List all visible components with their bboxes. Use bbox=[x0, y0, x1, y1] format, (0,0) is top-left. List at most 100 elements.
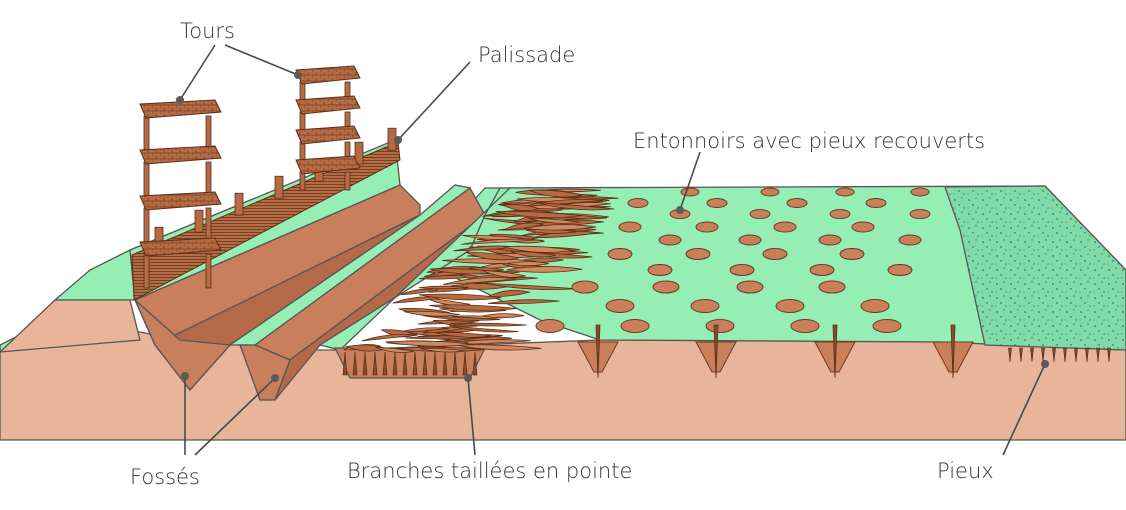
pit bbox=[839, 248, 865, 260]
pit bbox=[729, 264, 755, 276]
pit bbox=[627, 198, 649, 208]
label-branches: Branches taillées en pointe bbox=[347, 459, 632, 483]
branch bbox=[528, 189, 583, 198]
stakes bbox=[1008, 347, 1111, 363]
tower-post bbox=[205, 161, 212, 197]
pit-spike bbox=[392, 351, 398, 376]
branch bbox=[449, 325, 519, 333]
pit bbox=[818, 234, 842, 246]
tower-platform bbox=[139, 191, 222, 211]
pit bbox=[620, 319, 650, 333]
branch bbox=[504, 222, 544, 231]
tower-post bbox=[143, 115, 150, 151]
pit bbox=[909, 209, 931, 219]
tower-post bbox=[205, 253, 212, 289]
pit bbox=[829, 209, 851, 219]
branch bbox=[527, 217, 581, 224]
pit bbox=[872, 319, 902, 333]
tower-platform bbox=[295, 125, 361, 145]
pit-spike bbox=[462, 351, 468, 376]
tower-right bbox=[295, 65, 361, 191]
stake bbox=[1019, 347, 1023, 363]
pit bbox=[749, 209, 771, 219]
pit bbox=[685, 248, 711, 260]
pit bbox=[818, 280, 846, 294]
pit bbox=[705, 319, 735, 333]
pit-spike bbox=[382, 351, 388, 376]
funnel-spike bbox=[595, 324, 601, 379]
pit-spike bbox=[352, 351, 358, 376]
towers bbox=[139, 65, 361, 289]
pit bbox=[865, 198, 887, 208]
pit bbox=[910, 187, 930, 197]
sharpened-branches bbox=[343, 188, 619, 353]
pit bbox=[860, 299, 890, 313]
pit bbox=[647, 264, 673, 276]
stake bbox=[1074, 347, 1078, 363]
label-palissade: Palissade bbox=[478, 43, 575, 67]
pit-spike bbox=[472, 351, 478, 376]
stake bbox=[1063, 347, 1067, 363]
stake bbox=[1030, 347, 1034, 363]
branch bbox=[375, 346, 415, 353]
tower-platform bbox=[139, 145, 222, 165]
pit bbox=[790, 319, 820, 333]
tower-post bbox=[143, 253, 150, 289]
tower-post bbox=[143, 207, 150, 243]
pit-spike bbox=[362, 351, 368, 376]
branch bbox=[503, 245, 573, 253]
branch bbox=[424, 297, 471, 306]
pit bbox=[652, 280, 680, 294]
stake bbox=[1008, 347, 1012, 363]
label-pieux: Pieux bbox=[937, 459, 994, 483]
pit bbox=[535, 319, 565, 333]
branch bbox=[535, 202, 615, 211]
stake-zone bbox=[944, 185, 1126, 351]
pit bbox=[887, 264, 913, 276]
tower-left bbox=[139, 99, 222, 289]
branch bbox=[482, 313, 525, 319]
branch-pit bbox=[333, 347, 487, 379]
palisade-post bbox=[194, 209, 204, 233]
ditch-2-face bbox=[239, 344, 291, 401]
branch bbox=[488, 289, 532, 297]
palisade-post bbox=[274, 175, 284, 199]
tower-post bbox=[344, 171, 351, 191]
branch bbox=[418, 285, 469, 290]
tower-platform bbox=[295, 155, 361, 175]
pit bbox=[736, 280, 764, 294]
pit-spike bbox=[402, 351, 408, 376]
branch bbox=[495, 210, 582, 219]
funnel-spike bbox=[950, 324, 956, 379]
branch bbox=[442, 258, 536, 264]
branch bbox=[501, 204, 541, 211]
berm bbox=[0, 299, 141, 353]
pit bbox=[786, 198, 808, 208]
branch bbox=[403, 310, 460, 317]
tower-post bbox=[205, 115, 212, 151]
stake bbox=[1041, 347, 1045, 363]
branch bbox=[450, 322, 527, 327]
tower-platform bbox=[139, 237, 222, 257]
palisade-post bbox=[234, 192, 244, 216]
branch bbox=[423, 315, 501, 321]
pit bbox=[658, 234, 682, 246]
pit bbox=[809, 264, 835, 276]
tower-post bbox=[143, 161, 150, 197]
tower-platform bbox=[139, 99, 222, 119]
branch bbox=[429, 304, 517, 311]
branch bbox=[461, 238, 538, 245]
pit-spike bbox=[422, 351, 428, 376]
branch bbox=[506, 266, 583, 273]
pit bbox=[607, 248, 633, 260]
tower-platform bbox=[295, 95, 361, 115]
pit bbox=[775, 299, 805, 313]
label-fosses: Fossés bbox=[130, 465, 200, 489]
tower-platform bbox=[295, 65, 361, 85]
pit-spike bbox=[372, 351, 378, 376]
branch bbox=[454, 344, 542, 351]
label-tours: Tours bbox=[180, 19, 235, 43]
pit-spike bbox=[412, 351, 418, 376]
